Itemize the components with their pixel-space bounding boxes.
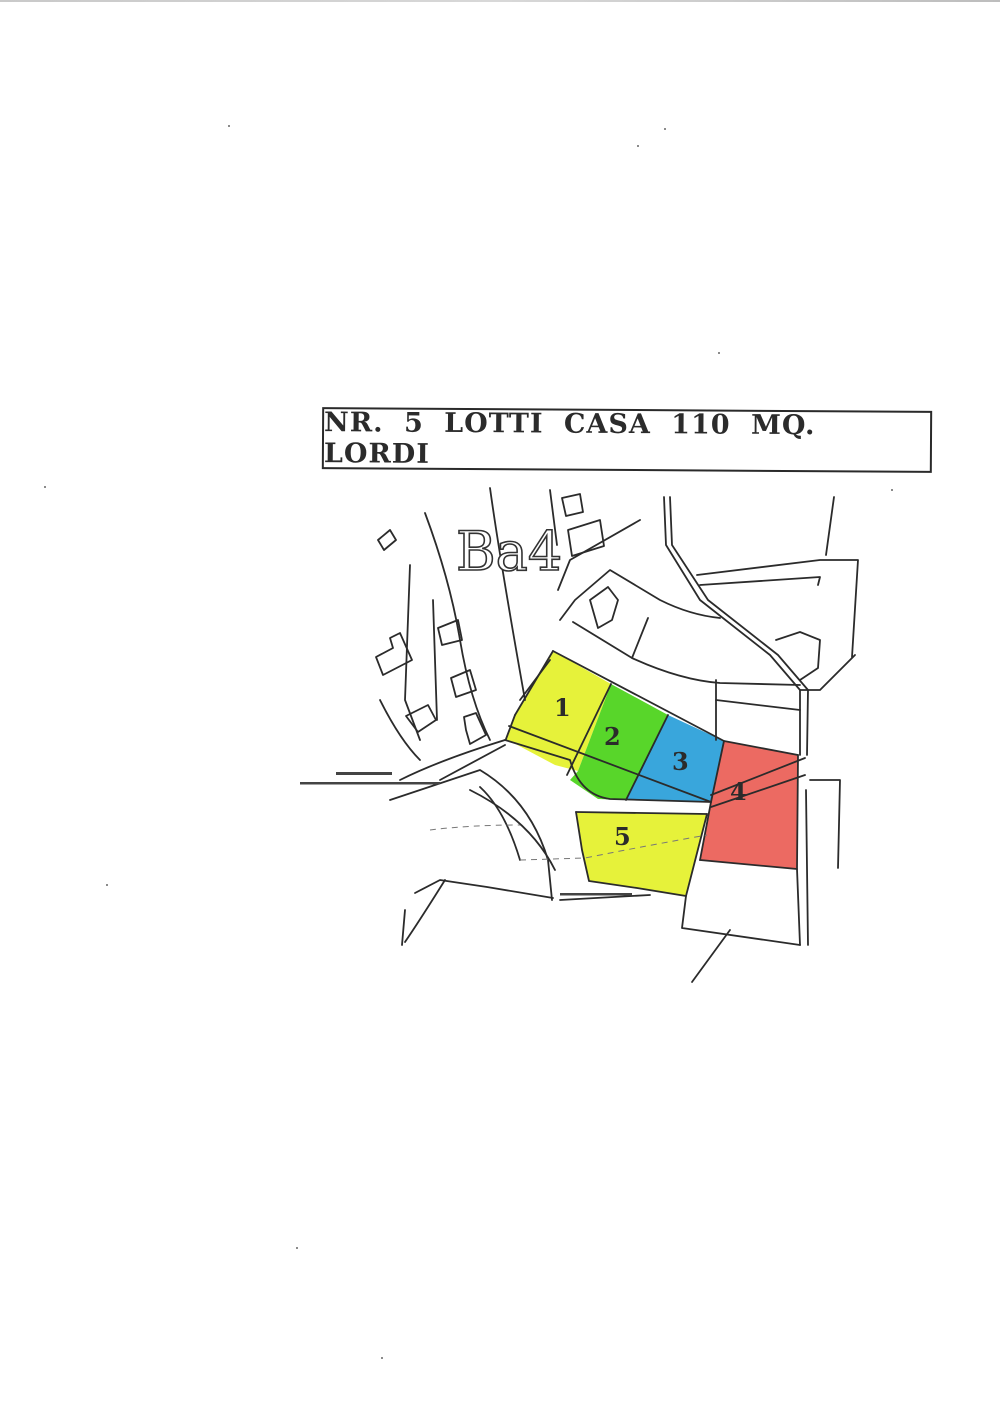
lot-2-area[interactable] [570, 684, 668, 800]
lot-1-number: 1 [554, 693, 571, 722]
lot-3-area[interactable] [626, 715, 724, 802]
scan-speck [381, 1357, 383, 1359]
lot-5-area[interactable] [576, 812, 707, 896]
lot-3-number: 3 [672, 747, 689, 776]
scan-speck [44, 486, 46, 488]
lot-4-number: 4 [730, 777, 747, 806]
scan-speck [637, 145, 639, 147]
scan-speck [106, 884, 108, 886]
scan-edge [0, 0, 1000, 2]
scan-speck [228, 125, 230, 127]
lot-5-number: 5 [614, 822, 631, 851]
scan-speck [718, 352, 720, 354]
lot-2-number: 2 [604, 722, 621, 751]
lot-1-area[interactable] [506, 651, 611, 771]
scan-speck [891, 489, 893, 491]
lot-4-area[interactable] [700, 741, 798, 869]
scan-speck [664, 128, 666, 130]
zone-label: Ba4 [456, 520, 562, 583]
scan-speck [296, 1247, 298, 1249]
